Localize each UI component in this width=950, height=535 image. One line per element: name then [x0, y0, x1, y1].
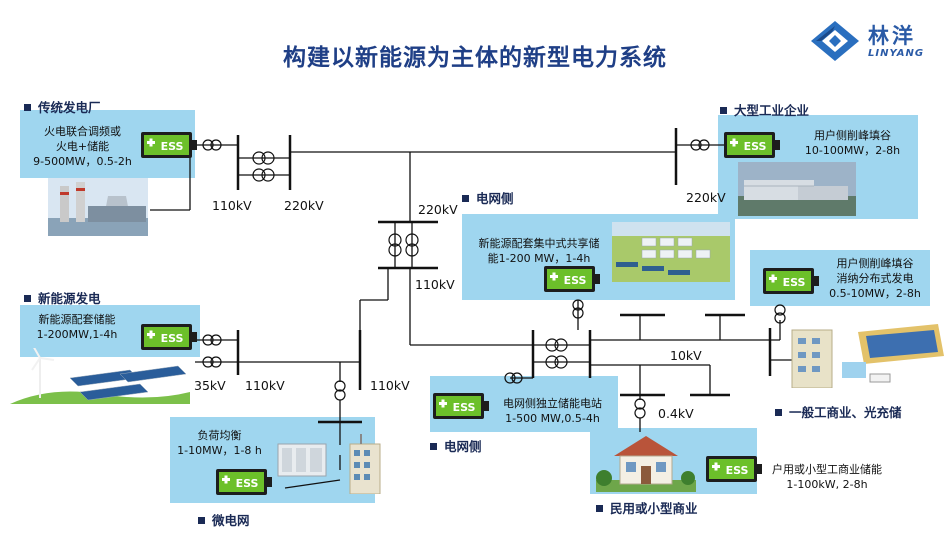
- office-building-image: [346, 432, 384, 494]
- voltage-label: 220kV: [284, 198, 324, 213]
- factory-image: [738, 162, 856, 216]
- section-industrial: 大型工业企业: [720, 100, 809, 119]
- commercial-solar-image: [788, 322, 946, 388]
- svg-text:ESS: ESS: [236, 477, 259, 490]
- storage-container-image: [276, 436, 328, 482]
- ess-battery-icon: ESS: [432, 391, 490, 421]
- ess-battery-icon: ESS: [140, 322, 198, 352]
- panel-grid-shared-text: 新能源配套集中式共享储能1-200 MW，1-4h: [478, 237, 600, 265]
- residential-house-image: [596, 432, 696, 492]
- voltage-label: 110kV: [212, 198, 252, 213]
- section-traditional: 传统发电厂: [24, 97, 101, 116]
- voltage-label: 110kV: [245, 378, 285, 393]
- svg-text:ESS: ESS: [161, 332, 184, 345]
- ess-battery-icon: ESS: [140, 130, 198, 160]
- section-residential: 民用或小型商业: [596, 498, 698, 517]
- section-grid-bottom: 电网侧: [430, 436, 482, 455]
- ess-battery-icon: ESS: [762, 266, 820, 296]
- svg-text:ESS: ESS: [726, 464, 749, 477]
- ess-battery-icon: ESS: [723, 130, 781, 160]
- ess-battery-icon: ESS: [215, 467, 273, 497]
- section-renewable: 新能源发电: [24, 288, 101, 307]
- voltage-label: 220kV: [418, 202, 458, 217]
- voltage-label: 35kV: [194, 378, 226, 393]
- renewable-farm-image: [10, 348, 190, 404]
- voltage-label: 110kV: [370, 378, 410, 393]
- page-title: 构建以新能源为主体的新型电力系统: [283, 45, 667, 71]
- voltage-label: 110kV: [415, 277, 455, 292]
- svg-text:ESS: ESS: [744, 140, 767, 153]
- section-microgrid: 微电网: [198, 510, 250, 529]
- logo-text-en: LINYANG: [868, 48, 925, 59]
- section-commercial: 一般工商业、光充储: [775, 402, 902, 421]
- svg-text:ESS: ESS: [453, 401, 476, 414]
- panel-microgrid: [170, 417, 375, 503]
- svg-text:ESS: ESS: [564, 274, 587, 287]
- voltage-label: 0.4kV: [658, 406, 694, 421]
- section-grid-top: 电网侧: [462, 188, 514, 207]
- svg-text:ESS: ESS: [783, 276, 806, 289]
- voltage-label: 220kV: [686, 190, 726, 205]
- ess-battery-icon: ESS: [543, 264, 601, 294]
- logo-icon: [811, 21, 859, 61]
- shared-storage-plant-image: [612, 222, 730, 282]
- voltage-label: 10kV: [670, 348, 702, 363]
- ess-battery-icon: ESS: [705, 454, 763, 484]
- power-plant-image: [48, 178, 148, 236]
- svg-text:ESS: ESS: [161, 140, 184, 153]
- brand-logo: 林洋 LINYANG: [808, 18, 946, 64]
- logo-text-cn: 林洋: [868, 24, 916, 48]
